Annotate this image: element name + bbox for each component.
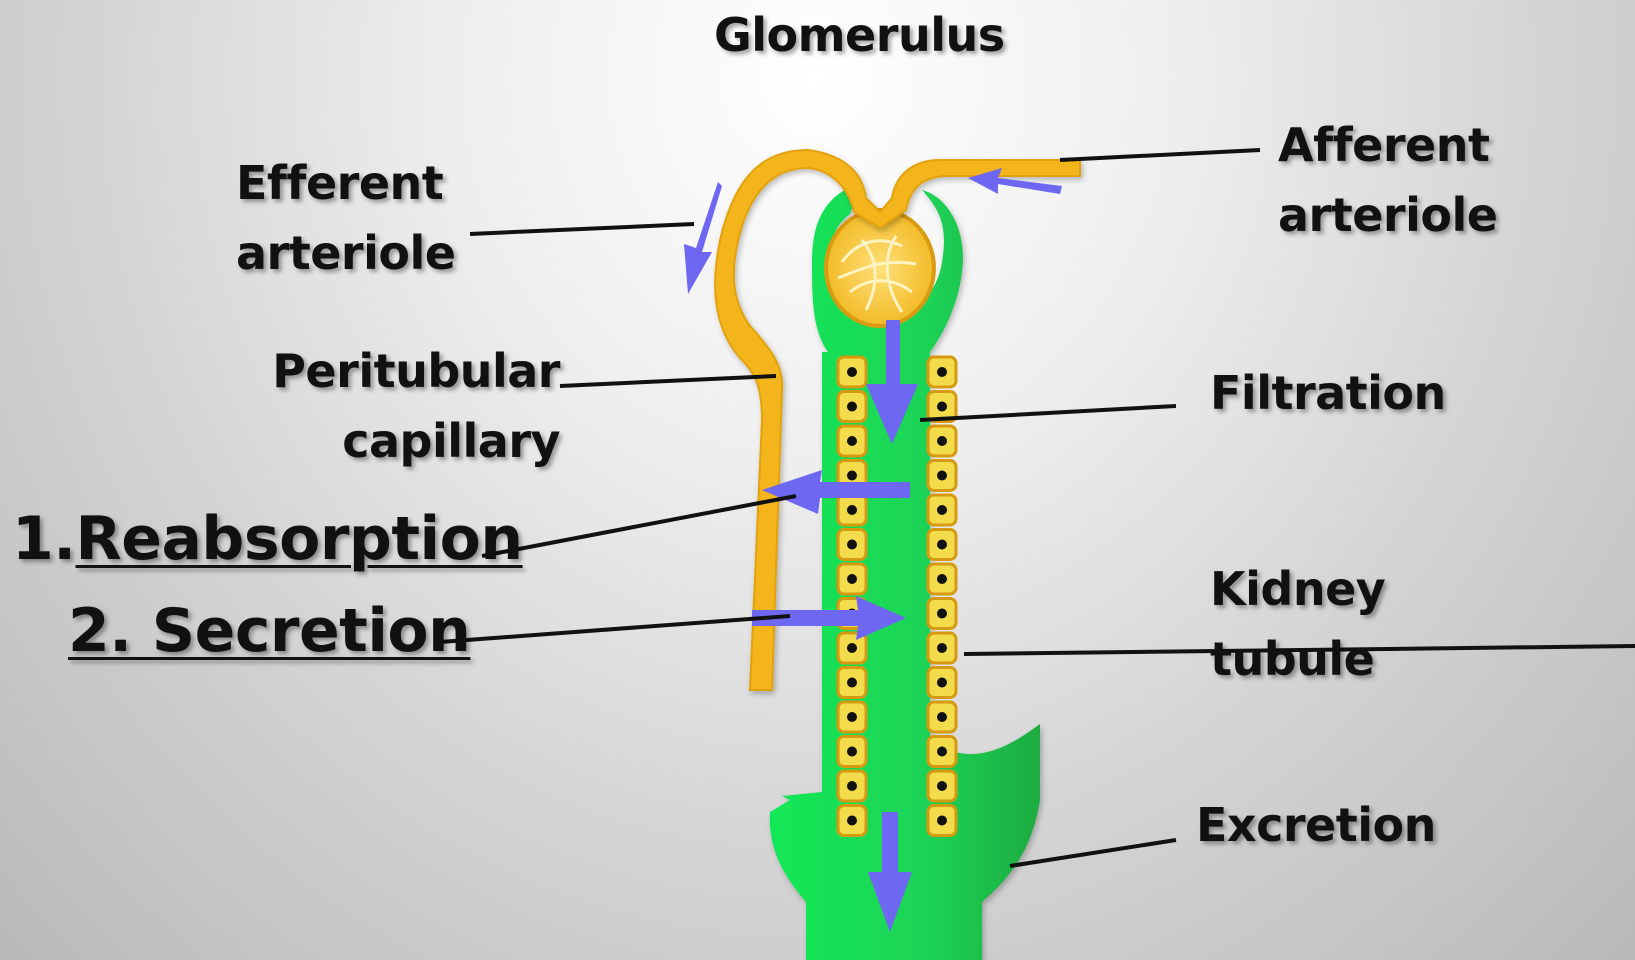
cell-nucleus bbox=[847, 540, 857, 550]
cell-nucleus bbox=[847, 505, 857, 515]
cell-nucleus bbox=[937, 781, 947, 791]
cell-nucleus bbox=[937, 402, 947, 412]
cell-nucleus bbox=[847, 712, 857, 722]
efferent-arteriole-label: Efferent arteriole bbox=[236, 148, 455, 288]
cell-nucleus bbox=[937, 540, 947, 550]
cell-nucleus bbox=[937, 643, 947, 653]
efferent-label-line1: Efferent bbox=[236, 148, 455, 218]
cell-nucleus bbox=[847, 574, 857, 584]
reabsorption-label: 1.Reabsorption bbox=[12, 504, 523, 574]
cell-nucleus bbox=[937, 747, 947, 757]
afferent-leader bbox=[1060, 150, 1260, 160]
cell-nucleus bbox=[937, 678, 947, 688]
afferent-arteriole-label: Afferent arteriole bbox=[1278, 110, 1497, 250]
cell-nucleus bbox=[847, 816, 857, 826]
excretion-label: Excretion bbox=[1196, 790, 1436, 860]
cell-nucleus bbox=[937, 436, 947, 446]
filtration-label: Filtration bbox=[1210, 358, 1446, 428]
cell-nucleus bbox=[847, 367, 857, 377]
glomerulus-label: Glomerulus bbox=[714, 0, 1005, 70]
cell-nucleus bbox=[847, 471, 857, 481]
kidney-tubule-label: Kidney tubule bbox=[1210, 554, 1385, 694]
secretion-label: 2. Secretion bbox=[68, 596, 470, 666]
peritubular-label-line1: Peritubular bbox=[258, 336, 560, 406]
cell-nucleus bbox=[937, 609, 947, 619]
cell-nucleus bbox=[847, 436, 857, 446]
cell-nucleus bbox=[937, 471, 947, 481]
reabsorption-text: Reabsorption bbox=[76, 504, 523, 574]
cell-nucleus bbox=[847, 781, 857, 791]
excretion-leader bbox=[1010, 840, 1176, 866]
kidney-label-line1: Kidney bbox=[1210, 554, 1385, 624]
cell-nucleus bbox=[847, 747, 857, 757]
peritubular-capillary-label: Peritubular capillary bbox=[258, 336, 560, 476]
cell-nucleus bbox=[937, 816, 947, 826]
kidney-label-line2: tubule bbox=[1210, 624, 1385, 694]
filtration-leader bbox=[920, 406, 1176, 420]
peritubular-leader bbox=[560, 376, 776, 386]
cell-nucleus bbox=[847, 402, 857, 412]
reabsorption-leader bbox=[482, 496, 796, 556]
afferent-label-line2: arteriole bbox=[1278, 180, 1497, 250]
efferent-leader bbox=[470, 224, 694, 234]
efferent-label-line2: arteriole bbox=[236, 218, 455, 288]
reabsorption-number: 1. bbox=[12, 504, 76, 574]
afferent-label-line1: Afferent bbox=[1278, 110, 1497, 180]
cell-nucleus bbox=[937, 574, 947, 584]
cell-nucleus bbox=[937, 367, 947, 377]
cell-nucleus bbox=[937, 712, 947, 722]
peritubular-label-line2: capillary bbox=[258, 406, 560, 476]
cell-nucleus bbox=[847, 643, 857, 653]
cell-nucleus bbox=[937, 505, 947, 515]
secretion-leader bbox=[440, 616, 790, 642]
cell-nucleus bbox=[847, 678, 857, 688]
